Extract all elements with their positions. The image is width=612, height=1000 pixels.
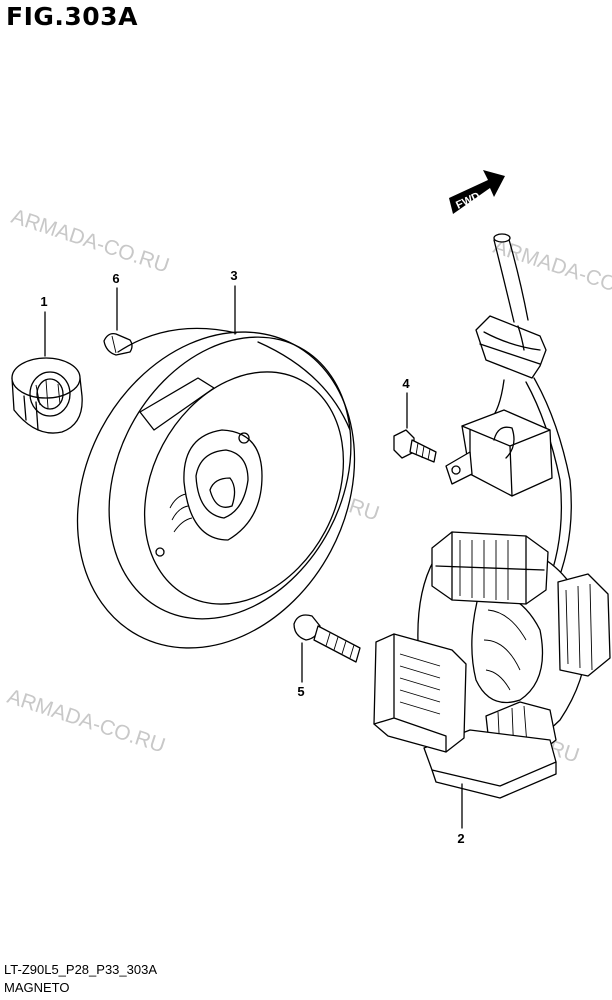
callout-1: 1	[40, 294, 48, 357]
callout-number: 1	[40, 294, 47, 309]
callout-number: 3	[230, 268, 237, 283]
fwd-arrow-icon: FWD	[449, 170, 505, 214]
stator-part	[373, 233, 611, 799]
callout-number: 2	[457, 831, 464, 846]
nut-part	[11, 357, 83, 434]
watermark: ARMADA-CO.RU	[8, 205, 172, 278]
callout-6: 6	[112, 271, 120, 331]
bolt-part	[293, 614, 361, 663]
key-part	[103, 333, 133, 356]
figure-name: MAGNETO	[4, 980, 70, 995]
callout-4: 4	[402, 376, 410, 429]
callout-2: 2	[457, 783, 465, 846]
callout-number: 6	[112, 271, 119, 286]
small-screw-part	[393, 429, 437, 463]
fwd-label: FWD	[454, 190, 482, 211]
figure-code: LT-Z90L5_P28_P33_303A	[4, 962, 157, 977]
callout-number: 4	[402, 376, 410, 391]
rotor-part	[76, 327, 356, 649]
figure-title: FIG.303A	[6, 2, 138, 31]
watermark: ARMADA-CO.RU	[490, 235, 612, 308]
callout-number: 5	[297, 684, 304, 699]
callout-3: 3	[230, 268, 238, 335]
callout-5: 5	[297, 642, 305, 699]
watermark: ARMADA-CO.RU	[4, 685, 168, 758]
